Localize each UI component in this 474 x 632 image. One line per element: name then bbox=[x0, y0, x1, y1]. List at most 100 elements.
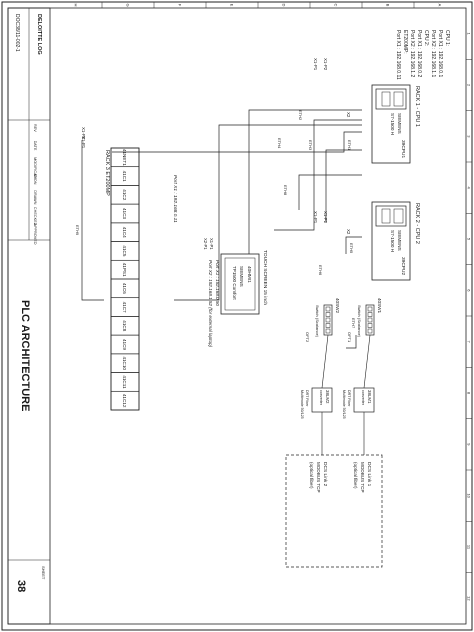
rack2-cpu-display bbox=[375, 205, 407, 227]
dcs1-protocol: MODBUS TCP bbox=[360, 462, 365, 493]
switch-port bbox=[367, 317, 373, 323]
grid-row-label: G bbox=[126, 3, 131, 6]
rack2-port-x1p2: X1-P2 bbox=[323, 211, 328, 224]
eth5-label: ETH5 bbox=[349, 243, 354, 254]
hmi-brand: SIEMENS bbox=[239, 266, 244, 287]
eth9-label: ETH9 bbox=[75, 225, 80, 236]
eth1-label: ETH1 bbox=[347, 140, 352, 151]
rack3-module-label: 41C2 bbox=[122, 189, 127, 200]
fiber-link-1 bbox=[363, 334, 371, 389]
rack1-keypad bbox=[381, 91, 391, 107]
dcs1-name: DCS Link 1 bbox=[366, 462, 372, 487]
grid-row-label: F bbox=[178, 4, 183, 7]
dcs-dashed-box bbox=[285, 454, 383, 568]
rack1-brand: SIEMENS bbox=[397, 113, 402, 134]
ip-line: Port X2 : 192.168.1.1 bbox=[430, 30, 436, 77]
switch1-fo: OFT1 bbox=[347, 332, 352, 343]
rack3-module-slot bbox=[110, 390, 140, 411]
switch-port bbox=[325, 323, 331, 328]
eth8-label: ETH8 bbox=[283, 185, 288, 196]
rack1-port-x1p2: X1-P2 bbox=[323, 58, 328, 71]
hmi-model: TP1500 Comfort bbox=[232, 266, 237, 300]
hmi-port-x1: X1-P1 bbox=[209, 238, 214, 250]
rack3-module-label: 41C4 bbox=[122, 227, 127, 238]
rack3-module-label: 41C10 bbox=[122, 356, 127, 370]
eth7-line bbox=[346, 335, 357, 349]
eth2-label: ETH2 bbox=[298, 110, 303, 121]
hmi-screen bbox=[224, 257, 256, 311]
title-field-label: REV bbox=[33, 124, 37, 132]
switch2-name: 40SW2 bbox=[335, 298, 340, 314]
switch-port bbox=[325, 317, 331, 323]
rack3-module-label: 41C9 bbox=[122, 339, 127, 350]
ip-line: Port X1 : 192.168.0.2 bbox=[416, 30, 422, 77]
grid-column-label: 8 bbox=[467, 392, 472, 395]
rack2-brand: SIEMENS bbox=[397, 230, 402, 251]
rack3-module-label: 41C6 bbox=[122, 283, 127, 294]
rack1-port-x1p1: X1-P1 bbox=[313, 58, 318, 71]
rack2-model: S7-1500 H bbox=[390, 230, 395, 252]
rack3-module-label: 41C5 bbox=[122, 245, 127, 256]
rack3-port-x1p2: X1-P2 bbox=[81, 127, 86, 140]
switch-port bbox=[367, 328, 373, 334]
company-name: DELOITTE LOG bbox=[36, 14, 42, 55]
eth5-line bbox=[345, 236, 362, 254]
title-field-label: DATE bbox=[33, 141, 37, 151]
grid-column-label: 11 bbox=[467, 545, 472, 550]
dcs2-medium: (optical fiber) bbox=[309, 462, 314, 489]
rack3-module-label: 41PS1 bbox=[122, 263, 127, 277]
switch-ports bbox=[325, 306, 373, 334]
grid-column-label: 2 bbox=[467, 84, 472, 87]
rack1-cpu-display bbox=[375, 88, 407, 110]
grid-column-label: 7 bbox=[467, 341, 472, 344]
grid-row-label: D bbox=[282, 4, 287, 7]
drawing-title: PLC ARCHITECTURE bbox=[19, 300, 31, 411]
rack1-port-x2: X2 bbox=[346, 112, 351, 118]
grid-column-label: 1 bbox=[467, 33, 472, 36]
rack3-module-label: 41C11 bbox=[122, 375, 127, 389]
switch1-name: 40SW1 bbox=[377, 298, 382, 314]
grid-column-label: 10 bbox=[467, 493, 472, 498]
ip-line: CPU 1: bbox=[444, 30, 450, 46]
switch-port bbox=[367, 306, 373, 312]
rack3-module-label: 41C12 bbox=[122, 394, 127, 408]
sheet-label: SHEET bbox=[41, 566, 46, 580]
title-field-label: DRAWN bbox=[33, 190, 37, 204]
title-fields: REVDATEMODIFICATIONBYDRAWNCHECKEDAPPROVE… bbox=[33, 124, 37, 245]
switch2-body bbox=[323, 304, 333, 336]
converters: 38LM1 converter DRT Fiber Multimode 50/1… bbox=[300, 334, 375, 419]
converter2-line: converter bbox=[319, 390, 323, 406]
title-field-label: MODIFICATION bbox=[33, 157, 37, 185]
rack1: RACK 1 - CPU 1 SIEMENS S7-1500 H 39CPU1 … bbox=[313, 58, 420, 164]
eth-cabling: ETH1 ETH2 ETH3 ETH4 ETH5 ETH6 ETH7 ETH8 … bbox=[75, 109, 362, 349]
switch-port bbox=[325, 312, 331, 317]
dcs-links: DCS Link 1 MODBUS TCP (optical fiber) DC… bbox=[285, 412, 383, 568]
switch1-body bbox=[365, 304, 375, 336]
inner-frame bbox=[7, 7, 467, 625]
eth4-label: ETH4 bbox=[277, 138, 282, 149]
ip-table: CPU 1: Port X1 : 192.168.0.1 Port X2 : 1… bbox=[395, 30, 450, 80]
rack1-title: RACK 1 - CPU 1 bbox=[414, 86, 420, 127]
dcs2-protocol: MODBUS TCP bbox=[316, 462, 321, 493]
grid-column-label: 3 bbox=[467, 135, 472, 138]
grid-column-label: 12 bbox=[467, 596, 472, 601]
grid-column-label: 4 bbox=[467, 187, 472, 190]
eth3-line bbox=[325, 149, 362, 222]
rack1-frame bbox=[371, 84, 411, 164]
converter1-name: 38LM1 bbox=[367, 390, 372, 404]
rack3-port-x1p1: X1-P1 bbox=[81, 136, 86, 149]
converter2-line: Multimode 50/125 bbox=[300, 390, 304, 419]
title-field-label: BY bbox=[33, 174, 37, 180]
converter1-line: converter bbox=[361, 390, 365, 406]
grid-column-label: 6 bbox=[467, 289, 472, 292]
rack2-port-x1p1: X1-P1 bbox=[313, 211, 318, 224]
ip-line: ET200MP: bbox=[402, 30, 408, 54]
rack3-title: RACK 3 ET200MP bbox=[104, 150, 110, 196]
eth6-label: ETH6 bbox=[318, 265, 323, 276]
switch-port bbox=[367, 312, 373, 317]
